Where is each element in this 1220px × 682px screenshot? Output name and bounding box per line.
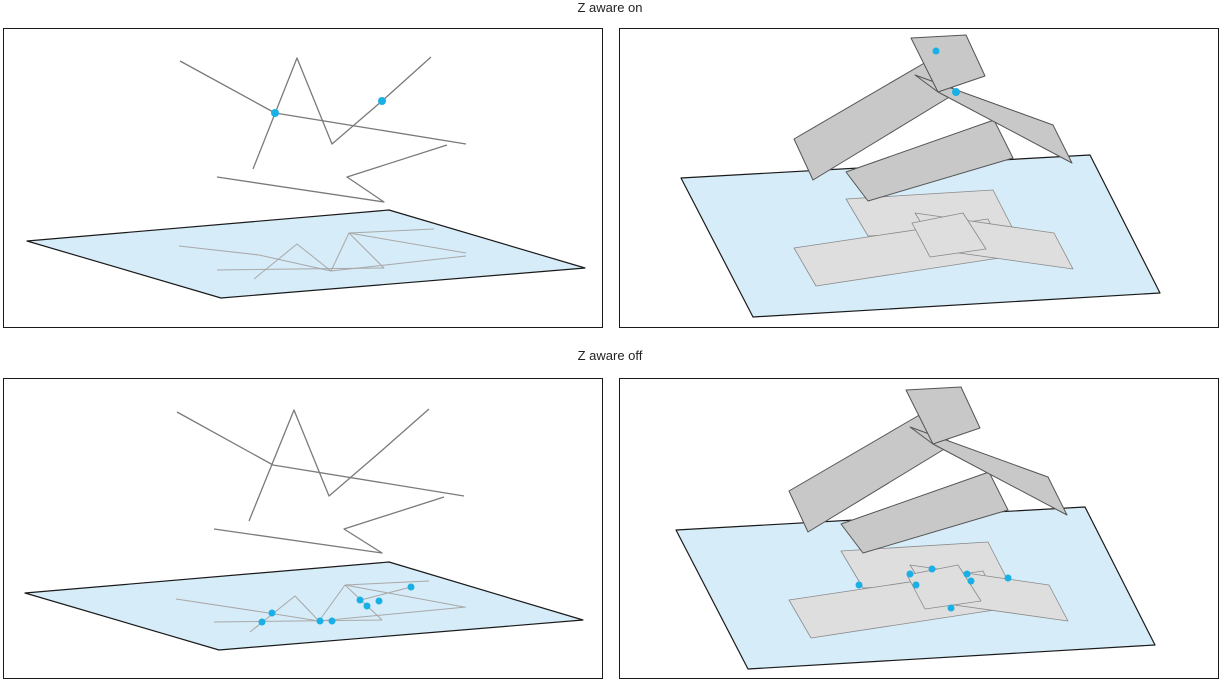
projected-polygon <box>906 564 982 610</box>
intersection-point <box>1004 574 1012 582</box>
projected-line <box>175 598 467 622</box>
line-feature <box>252 56 432 170</box>
line-feature <box>176 411 465 497</box>
polygon-feature <box>914 74 1073 164</box>
intersection-point <box>947 604 955 612</box>
intersection-point <box>952 88 960 96</box>
line-feature <box>248 408 430 522</box>
intersection-point <box>271 109 279 117</box>
line-feature <box>179 60 467 145</box>
projected-line <box>178 245 467 272</box>
polygon-feature <box>845 119 1014 202</box>
intersection-point <box>407 583 415 591</box>
intersection-point <box>328 617 336 625</box>
polygon-feature <box>840 471 1009 554</box>
intersection-point <box>378 97 386 105</box>
intersection-point <box>855 581 863 589</box>
panel-lines-z-aware-off <box>3 378 603 679</box>
intersection-point <box>932 47 940 55</box>
intersection-point <box>268 609 276 617</box>
projected-line <box>360 586 412 601</box>
intersection-point <box>375 597 383 605</box>
projected-line <box>213 584 383 623</box>
lines-z-aware-off-diagram <box>24 408 584 651</box>
projected-polygon <box>911 212 987 258</box>
intersection-point <box>967 577 975 585</box>
intersection-point <box>963 570 971 578</box>
intersection-point <box>258 618 266 626</box>
projected-line <box>348 232 467 254</box>
polygon-feature <box>909 426 1068 516</box>
panel-lines-z-aware-on <box>3 28 603 328</box>
polygon-feature <box>905 386 981 445</box>
polygons-z-aware-on-diagram <box>680 34 1161 318</box>
intersection-point <box>928 565 936 573</box>
projected-line <box>253 228 435 280</box>
intersection-point <box>316 617 324 625</box>
panel-polygons-z-aware-off <box>619 378 1219 679</box>
intersection-point <box>906 570 914 578</box>
intersection-point <box>363 602 371 610</box>
lines-z-aware-on-diagram <box>26 56 586 299</box>
section-title-z-aware-off: Z aware off <box>577 348 643 363</box>
line-feature <box>216 144 448 203</box>
line-feature <box>213 496 445 554</box>
intersection-point <box>356 596 364 604</box>
projected-line <box>344 584 465 608</box>
intersection-point <box>912 581 920 589</box>
section-title-z-aware-on: Z aware on <box>577 0 643 15</box>
projected-line <box>216 232 385 271</box>
polygons-z-aware-off-diagram <box>675 386 1156 670</box>
polygon-feature <box>910 34 986 93</box>
ground-plane <box>26 209 586 299</box>
panel-polygons-z-aware-on <box>619 28 1219 328</box>
